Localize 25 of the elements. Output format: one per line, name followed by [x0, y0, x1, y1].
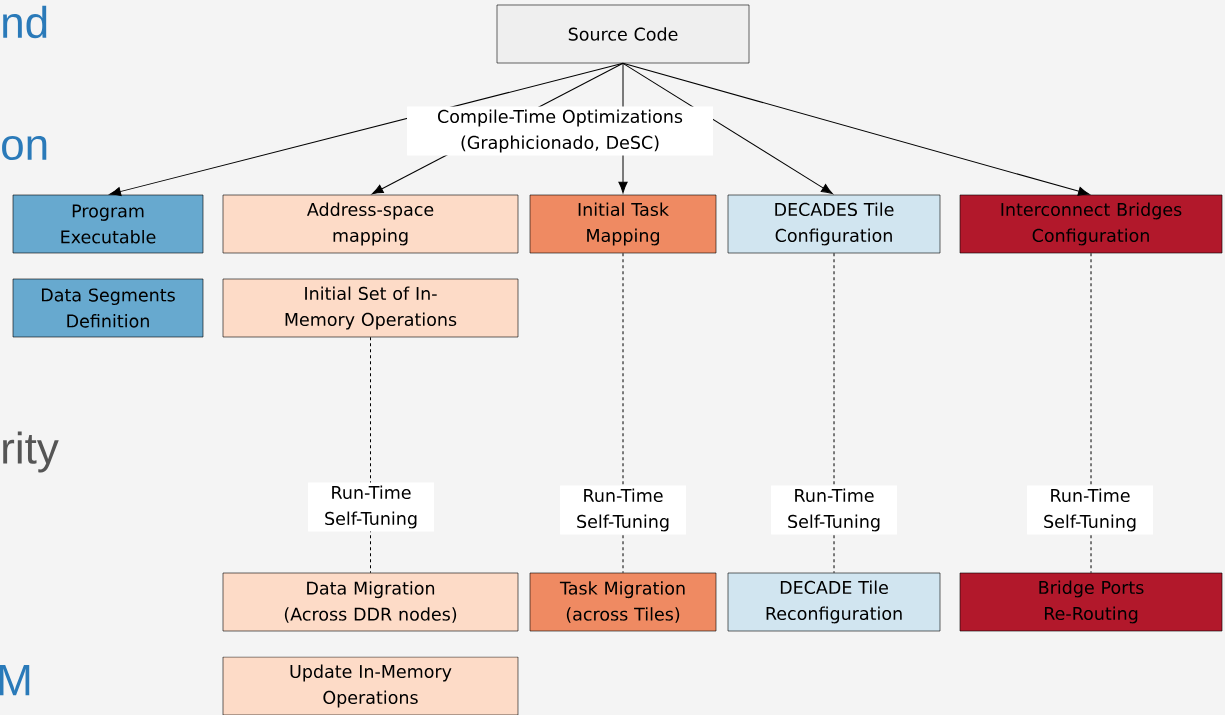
process-box: Address-space mapping [222, 194, 519, 254]
slide-text: nd [3, 5, 47, 39]
process-box: DECADES Tile Configuration [727, 194, 941, 254]
edge-label: Run-Time Self-Tuning [1027, 485, 1153, 535]
slide-text: on [2, 135, 47, 161]
slide-text: rity [3, 431, 59, 473]
process-box: Data Migration (Across DDR nodes) [222, 572, 519, 632]
edge-label: Compile-Time Optimizations (Graphicionado, DeSC) [407, 106, 713, 156]
process-box: DECADE Tile Reconfiguration [727, 572, 941, 632]
arrow [109, 62, 624, 197]
process-box: Data Segments Definition [12, 278, 204, 338]
process-box: Initial Task Mapping [529, 194, 717, 254]
edge-label: Run-Time Self-Tuning [308, 482, 434, 532]
slide-text: M [0, 664, 30, 696]
process-box: Bridge Ports Re-Routing [959, 572, 1223, 632]
process-box: Program Executable [12, 194, 204, 254]
process-box: Task Migration (across Tiles) [529, 572, 717, 632]
edge-label: Run-Time Self-Tuning [560, 485, 686, 535]
process-box: Source Code [496, 4, 750, 64]
process-box: Update In-Memory Operations [222, 656, 519, 715]
process-box: Interconnect Bridges Configuration [959, 194, 1223, 254]
arrow [622, 62, 1090, 196]
process-box: Initial Set of In-Memory Operations [222, 278, 519, 338]
arrow [622, 62, 833, 195]
edge-label: Run-Time Self-Tuning [771, 485, 897, 535]
